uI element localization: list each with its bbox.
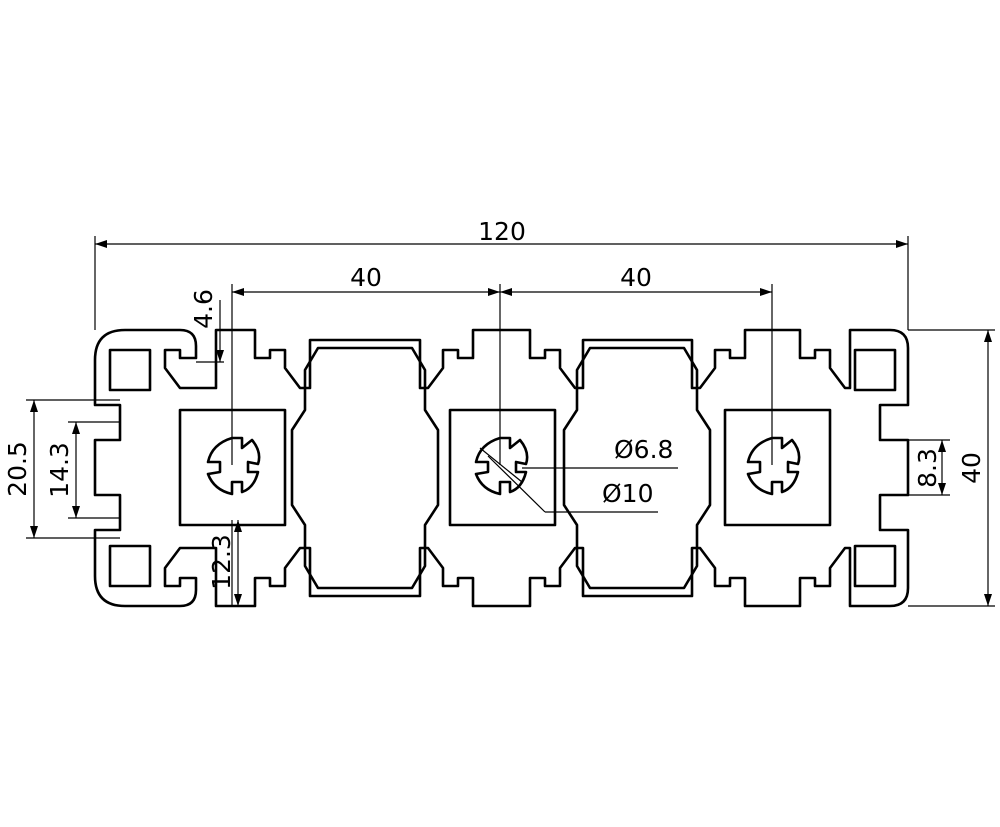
core-holes [206,436,801,496]
profile-outline [93,328,910,608]
label-slot-inner-width: 14.3 [45,442,74,498]
label-pitch-right: 40 [620,263,652,292]
label-slot-depth: 4.6 [189,289,218,329]
label-core-outer-diameter: Ø10 [602,479,654,508]
label-lip-height: 12.3 [207,534,236,590]
core-hole-center [474,436,529,496]
label-overall-width: 120 [478,217,526,246]
label-slot-outer-width: 20.5 [3,441,32,497]
core-hole-left [206,436,261,496]
label-overall-height: 40 [957,452,986,484]
dimension-arrows [30,240,992,606]
label-core-hole-diameter: Ø6.8 [614,435,673,464]
label-pitch-left: 40 [350,263,382,292]
label-slot-opening: 8.3 [913,448,942,488]
core-hole-right [746,436,801,496]
dimension-labels: 120 40 40 4.6 20.5 14.3 12.3 8.3 40 Ø6.8… [3,217,986,590]
dimension-lines [26,236,995,607]
